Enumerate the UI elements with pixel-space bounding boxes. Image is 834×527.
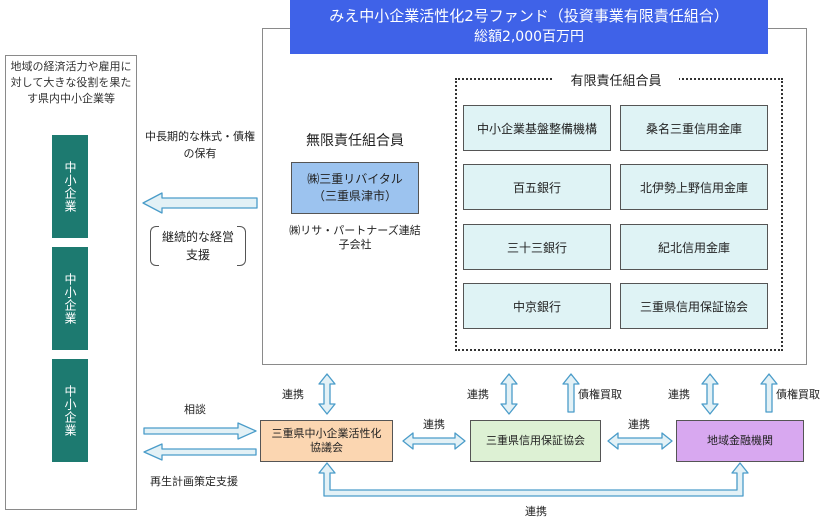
debt-purchase-arrow-banks	[760, 373, 778, 413]
rebuild-label: 再生計画策定支援	[150, 475, 238, 488]
cooperate-label: 連携	[628, 418, 650, 431]
cooperate-label: 連携	[282, 388, 304, 401]
sme-box: 中小企業	[52, 359, 88, 462]
unlimited-partner-box: ㈱三重リバイタル （三重県津市）	[291, 162, 419, 214]
cooperate-arrow-guarantee	[500, 373, 518, 415]
debt-purchase-arrow-guarantee	[562, 373, 580, 413]
fund-title: みえ中小企業活性化2号ファンド（投資事業有限責任組合）	[329, 7, 729, 25]
debt-purchase-label: 債権買取	[578, 388, 622, 401]
banks-box: 地域金融機関	[676, 420, 804, 462]
council-name: 三重県中小企業活性化協議会	[271, 427, 382, 454]
holding-arrow	[142, 192, 258, 214]
limited-partner-box: 北伊勢上野信用金庫	[620, 164, 768, 210]
right-bracket	[237, 226, 246, 266]
limited-partner-box: 三重県信用保証協会	[620, 283, 768, 329]
limited-partner-box: 桑名三重信用金庫	[620, 105, 768, 151]
unlimited-partner-location: （三重県津市）	[312, 189, 397, 203]
unlimited-partner-name: ㈱三重リバイタル	[307, 172, 403, 186]
consult-arrow	[143, 422, 257, 440]
rebuild-arrow	[143, 443, 257, 461]
limited-partner-box: 中小企業基盤整備機構	[463, 105, 611, 151]
council-box: 三重県中小企業活性化協議会	[260, 420, 393, 462]
sme-description: 地域の経済活力や雇用に対して大きな役割を果たす県内中小企業等	[10, 60, 132, 105]
cooperate-label: 連携	[467, 388, 489, 401]
cooperate-arrow-council	[318, 373, 336, 415]
cooperate-arrow-council-guarantee	[402, 432, 466, 450]
unlimited-partner-label: 無限責任組合員	[306, 133, 404, 149]
guarantee-box: 三重県信用保証協会	[470, 420, 601, 462]
left-bracket	[150, 226, 159, 266]
cooperate-label: 連携	[525, 505, 547, 518]
fund-subtitle: 総額2,000百万円	[473, 29, 585, 45]
cooperate-arrow-bottom	[318, 462, 749, 497]
limited-partner-box: 百五銀行	[463, 164, 611, 210]
sme-box: 中小企業	[52, 247, 88, 350]
limited-partners-label: 有限責任組合員	[553, 70, 679, 89]
holding-label: 中長期的な株式・債権の保有	[145, 130, 255, 160]
management-support-label: 継続的な経営支援	[150, 226, 246, 266]
management-support-text: 継続的な経営支援	[162, 230, 235, 262]
limited-partner-box: 中京銀行	[463, 283, 611, 329]
debt-purchase-label: 債権買取	[776, 388, 820, 401]
consult-label: 相談	[184, 403, 206, 416]
cooperate-label: 連携	[668, 388, 690, 401]
sme-box: 中小企業	[52, 135, 88, 238]
limited-partner-box: 紀北信用金庫	[620, 224, 768, 270]
cooperate-arrow-guarantee-banks	[607, 432, 673, 450]
limited-partner-box: 三十三銀行	[463, 224, 611, 270]
cooperate-label: 連携	[423, 418, 445, 431]
fund-title-box: みえ中小企業活性化2号ファンド（投資事業有限責任組合） 総額2,000百万円	[290, 0, 768, 54]
unlimited-partner-note: ㈱リサ・パートナーズ連結子会社	[289, 224, 421, 251]
cooperate-arrow-banks	[701, 373, 719, 415]
